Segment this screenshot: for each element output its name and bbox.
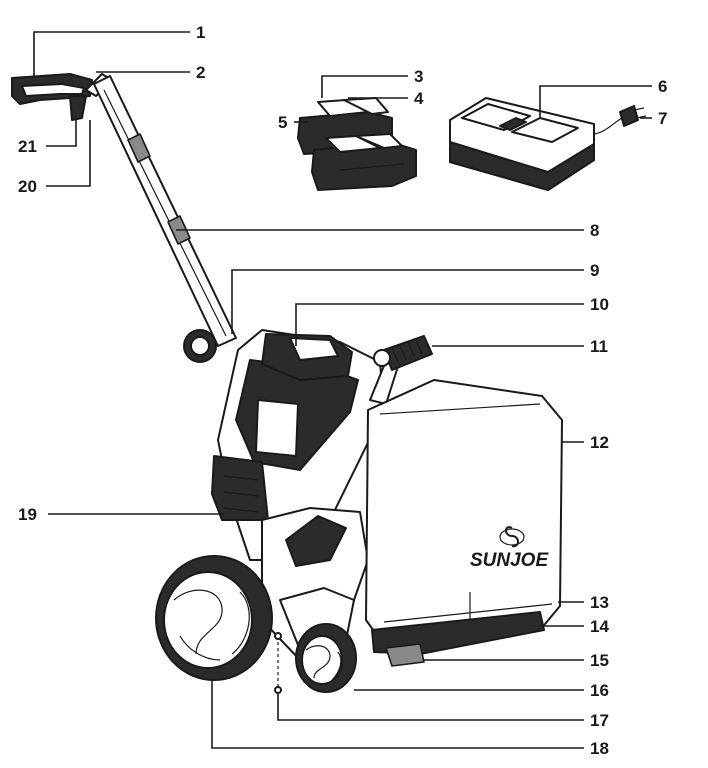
callout-11: 11 bbox=[590, 337, 608, 356]
handle-knob bbox=[183, 329, 217, 363]
callout-9: 9 bbox=[590, 261, 599, 280]
callout-10: 10 bbox=[590, 295, 609, 314]
collection-bag: SUNJOE bbox=[365, 379, 563, 649]
callout-numbers: 1 2 3 4 5 6 7 8 9 10 11 12 13 14 15 16 1… bbox=[18, 23, 667, 758]
callout-13: 13 bbox=[590, 593, 609, 612]
callout-8: 8 bbox=[590, 221, 599, 240]
callout-15: 15 bbox=[590, 651, 609, 670]
callout-5: 5 bbox=[278, 113, 287, 132]
rear-wheel bbox=[295, 623, 357, 693]
callout-21: 21 bbox=[18, 137, 37, 156]
depth-chain bbox=[274, 632, 282, 694]
handle-assembly bbox=[11, 73, 237, 347]
motor-housing bbox=[211, 329, 385, 661]
battery-packs bbox=[297, 97, 417, 191]
callout-18: 18 bbox=[590, 739, 609, 758]
height-adjustment-lever bbox=[369, 335, 433, 405]
rear-flap bbox=[371, 611, 545, 667]
callout-19: 19 bbox=[18, 505, 37, 524]
callout-2: 2 bbox=[196, 63, 205, 82]
callout-14: 14 bbox=[590, 617, 609, 636]
callout-17: 17 bbox=[590, 711, 609, 730]
front-wheel bbox=[155, 555, 273, 681]
callout-7: 7 bbox=[658, 109, 667, 128]
callout-6: 6 bbox=[658, 77, 667, 96]
callout-1: 1 bbox=[196, 23, 205, 42]
callout-leaders bbox=[33, 31, 652, 749]
callout-20: 20 bbox=[18, 177, 37, 196]
brand-logo-text: SUNJOE bbox=[470, 550, 549, 571]
callout-3: 3 bbox=[414, 67, 423, 86]
battery-charger bbox=[449, 97, 647, 191]
callout-16: 16 bbox=[590, 681, 609, 700]
callout-4: 4 bbox=[414, 89, 424, 108]
callout-12: 12 bbox=[590, 433, 609, 452]
